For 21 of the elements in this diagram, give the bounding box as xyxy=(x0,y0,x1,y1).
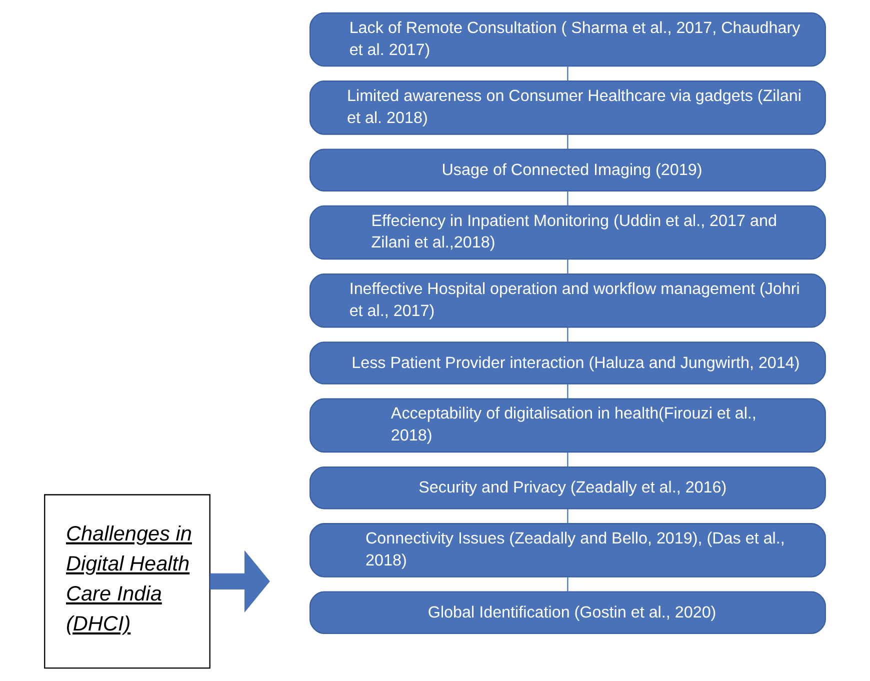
connector xyxy=(567,384,568,399)
connector xyxy=(567,577,568,592)
connector xyxy=(567,66,568,82)
node-box: Security and Privacy (Zeadally et al., 2016) xyxy=(309,466,826,510)
connector xyxy=(567,191,568,206)
node-box: Global Identification (Gostin et al., 2020) xyxy=(309,591,826,634)
node-box: Connectivity Issues (Zeadally and Bello, 2019), (Das et al., 2018) xyxy=(309,523,826,578)
node-box: Ineffective Hospital operation and workflow management (Johri et al., 2017) xyxy=(309,273,826,328)
connector xyxy=(567,452,568,467)
connector xyxy=(567,134,568,150)
node-box: Limited awareness on Consumer Healthcare via gadgets (Zilani et al. 2018) xyxy=(309,80,826,135)
arrow xyxy=(210,550,270,613)
node-box: Less Patient Provider interaction (Haluza and Jungwirth, 2014) xyxy=(309,342,826,384)
node-box: Usage of Connected Imaging (2019) xyxy=(309,148,826,192)
connector xyxy=(567,259,568,274)
connector xyxy=(567,508,568,524)
node-box: Lack of Remote Consultation ( Sharma et al., 2017, Chaudhary et al. 2017) xyxy=(309,12,826,67)
node-box: Effeciency in Inpatient Monitoring (Uddin et al., 2017 and Zilani et al.,2018) xyxy=(309,205,826,260)
connector xyxy=(567,328,568,342)
node-box: Challenges in Digital Health Care India (DHCI) xyxy=(44,494,210,669)
node-box: Acceptability of digitalisation in health(Firouzi et al., 2018) xyxy=(309,398,826,453)
